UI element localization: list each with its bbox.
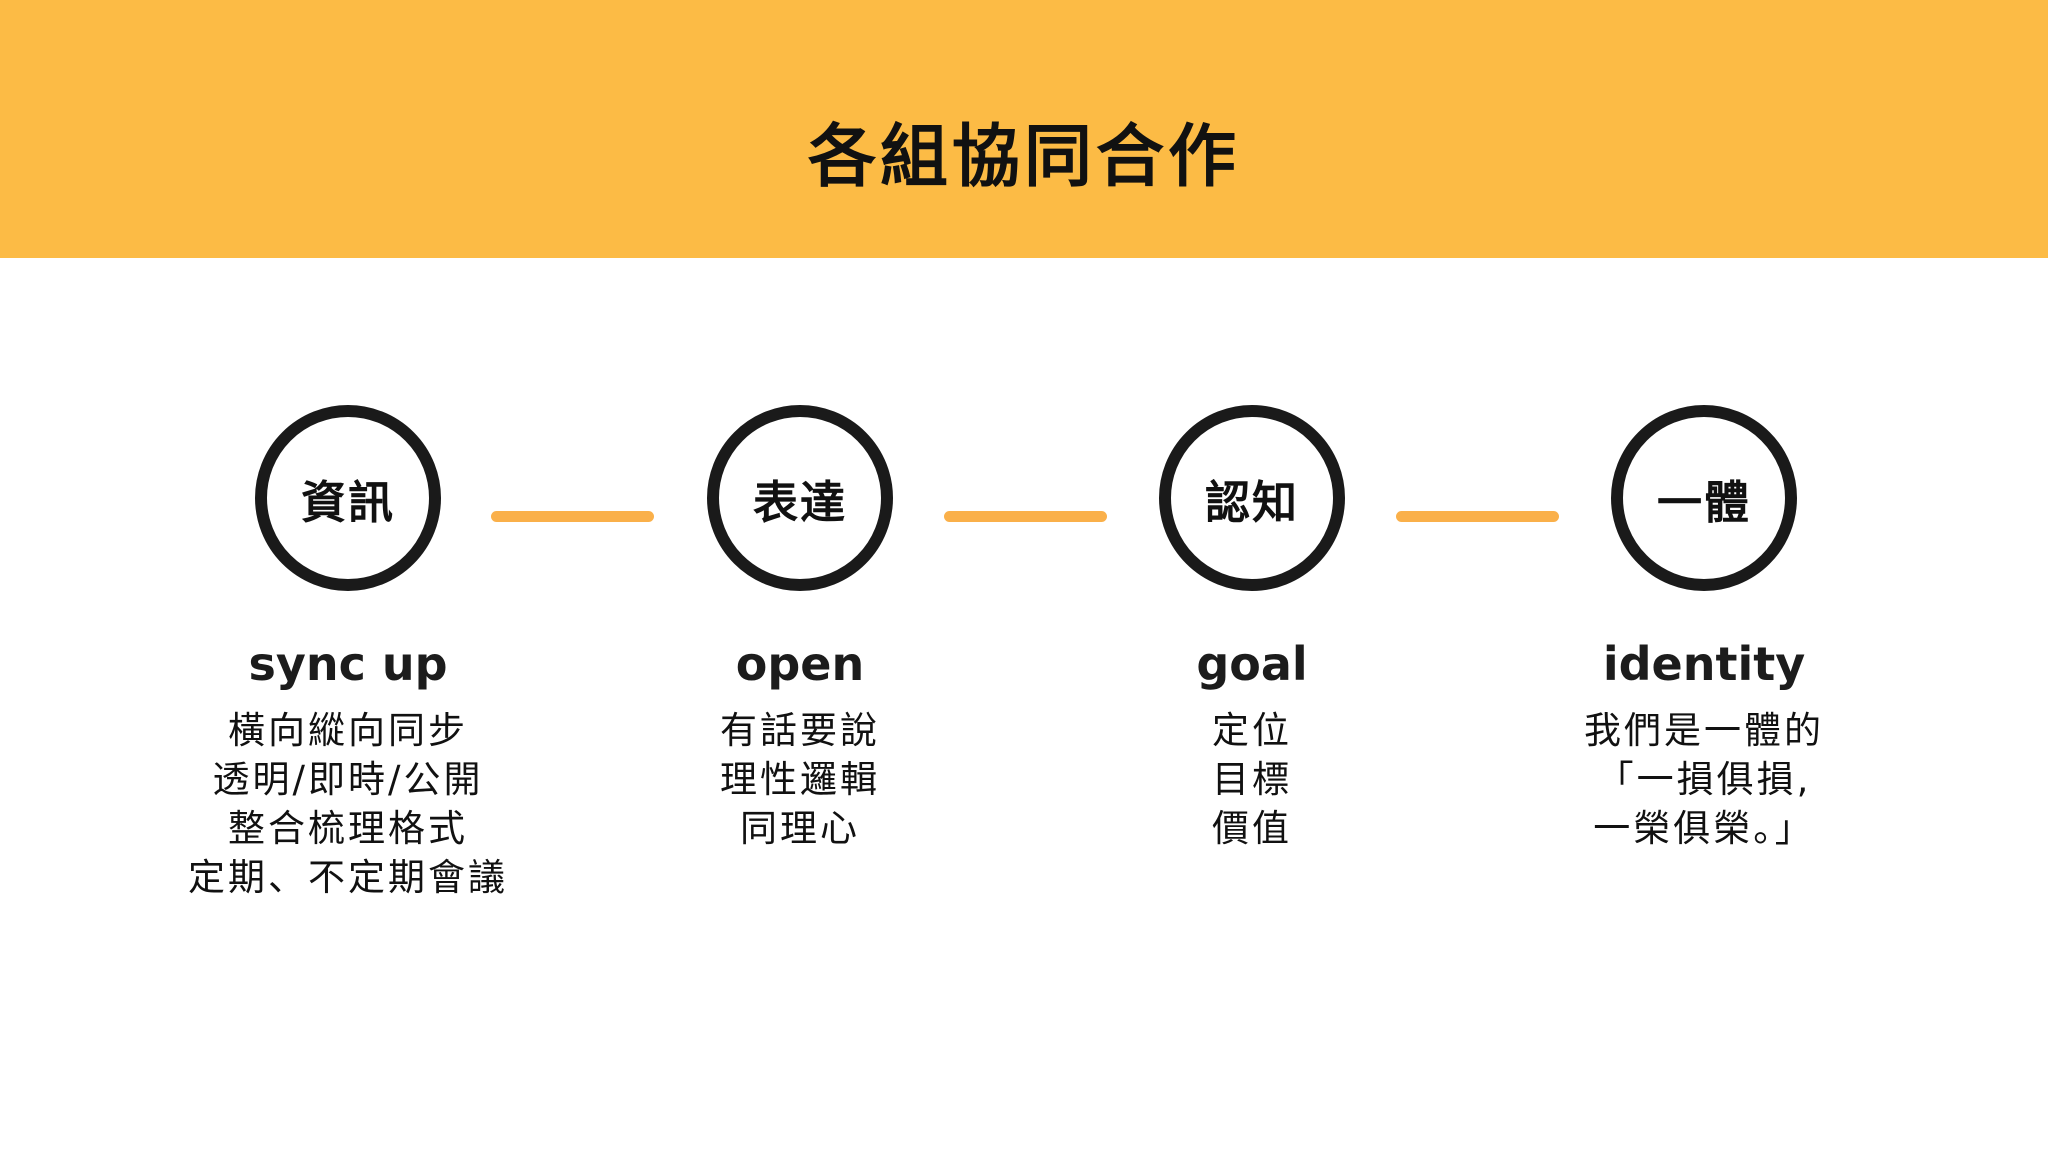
description-line: 價值: [1212, 807, 1292, 850]
process-diagram: 資訊 sync up 橫向縱向同步 透明/即時/公開 整合梳理格式 定期、不定期…: [0, 258, 2048, 1152]
step-columns: 資訊 sync up 橫向縱向同步 透明/即時/公開 整合梳理格式 定期、不定期…: [0, 258, 2048, 902]
step-title: open: [735, 637, 865, 691]
description-line: 「一損俱損,: [1596, 758, 1812, 801]
description-line: 同理心: [740, 807, 860, 850]
connector-line-3: [1396, 511, 1559, 522]
step-circle-identity: 一體: [1611, 405, 1797, 591]
step-circle-sync-up: 資訊: [255, 405, 441, 591]
step-description: 有話要說 理性邏輯 同理心: [574, 706, 1026, 853]
step-sync-up: 資訊 sync up 橫向縱向同步 透明/即時/公開 整合梳理格式 定期、不定期…: [122, 258, 574, 902]
description-line: 目標: [1212, 758, 1292, 801]
circle-label: 認知: [1204, 475, 1299, 529]
step-title: goal: [1196, 637, 1308, 691]
circle-label: 表達: [752, 475, 847, 529]
description-line: 整合梳理格式: [228, 807, 468, 850]
description-line: 定期、不定期會議: [188, 856, 508, 899]
step-identity: 一體 identity 我們是一體的 「一損俱損, 一榮俱榮。」: [1478, 258, 1930, 902]
description-line: 理性邏輯: [720, 758, 880, 801]
step-circle-open: 表達: [707, 405, 893, 591]
circle-label: 資訊: [300, 475, 395, 529]
description-line: 定位: [1212, 709, 1292, 752]
description-line: 橫向縱向同步: [228, 709, 468, 752]
step-title: identity: [1602, 637, 1806, 691]
step-title: sync up: [248, 637, 448, 691]
description-line: 有話要說: [720, 709, 880, 752]
connector-line-1: [491, 511, 654, 522]
page-title: 各組協同合作: [807, 117, 1240, 197]
connector-line-2: [944, 511, 1107, 522]
step-open: 表達 open 有話要說 理性邏輯 同理心: [574, 258, 1026, 902]
description-line: 一榮俱榮。」: [1593, 807, 1815, 850]
header-band: 各組協同合作: [0, 0, 2048, 258]
description-line: 透明/即時/公開: [212, 758, 484, 801]
circle-label: 一體: [1656, 475, 1751, 529]
step-description: 我們是一體的 「一損俱損, 一榮俱榮。」: [1478, 706, 1930, 853]
step-circle-goal: 認知: [1159, 405, 1345, 591]
step-description: 橫向縱向同步 透明/即時/公開 整合梳理格式 定期、不定期會議: [122, 706, 574, 902]
step-description: 定位 目標 價值: [1026, 706, 1478, 853]
step-goal: 認知 goal 定位 目標 價值: [1026, 258, 1478, 902]
description-line: 我們是一體的: [1584, 709, 1824, 752]
